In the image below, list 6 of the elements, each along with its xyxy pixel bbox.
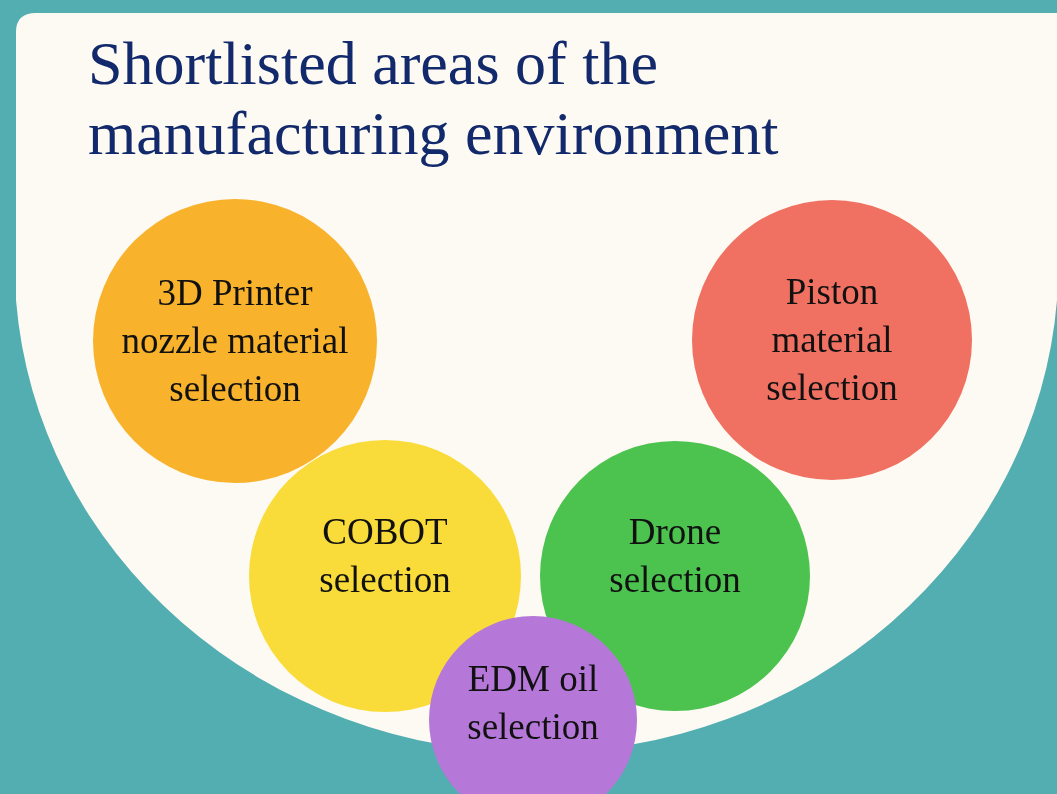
circle-label: Drone selection: [608, 510, 742, 602]
circle-label: EDM oil selection: [466, 656, 600, 749]
circle-label: Piston material selection: [765, 270, 899, 410]
circle-label: COBOT selection: [318, 510, 452, 602]
circle-label: 3D Printer nozzle material selection: [120, 271, 350, 411]
title: Shortlisted areas of the manufacturing environment: [88, 28, 780, 168]
